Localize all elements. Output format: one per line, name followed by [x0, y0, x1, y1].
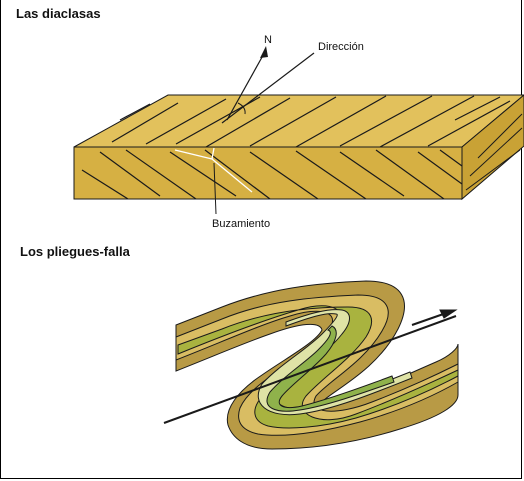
- dip-label: Buzamiento: [212, 218, 271, 230]
- section-title-pliegues-falla: Los pliegues-falla: [20, 244, 130, 259]
- joint-traces-top: [111, 95, 511, 148]
- dip-leader-line: [213, 162, 217, 215]
- strike-leader-line: [221, 52, 315, 124]
- north-label: N: [264, 34, 272, 46]
- fault-fold: [163, 280, 459, 450]
- joint-traces-front: [81, 149, 463, 200]
- section-title-diaclasas: Las diaclasas: [16, 6, 101, 21]
- fault-line: [163, 315, 457, 424]
- block-side-face: [461, 94, 524, 201]
- strike-angle-arc: [237, 102, 246, 115]
- fault-movement-arrow-icon: [411, 309, 458, 326]
- dip-indicator: [174, 147, 253, 193]
- fold-green-layer: [266, 325, 395, 412]
- strike-label: Dirección: [318, 41, 364, 53]
- joint-block: [73, 46, 524, 215]
- block-top-face: [73, 94, 524, 148]
- joint-traces-side: [465, 113, 523, 191]
- north-arrow: [226, 46, 268, 121]
